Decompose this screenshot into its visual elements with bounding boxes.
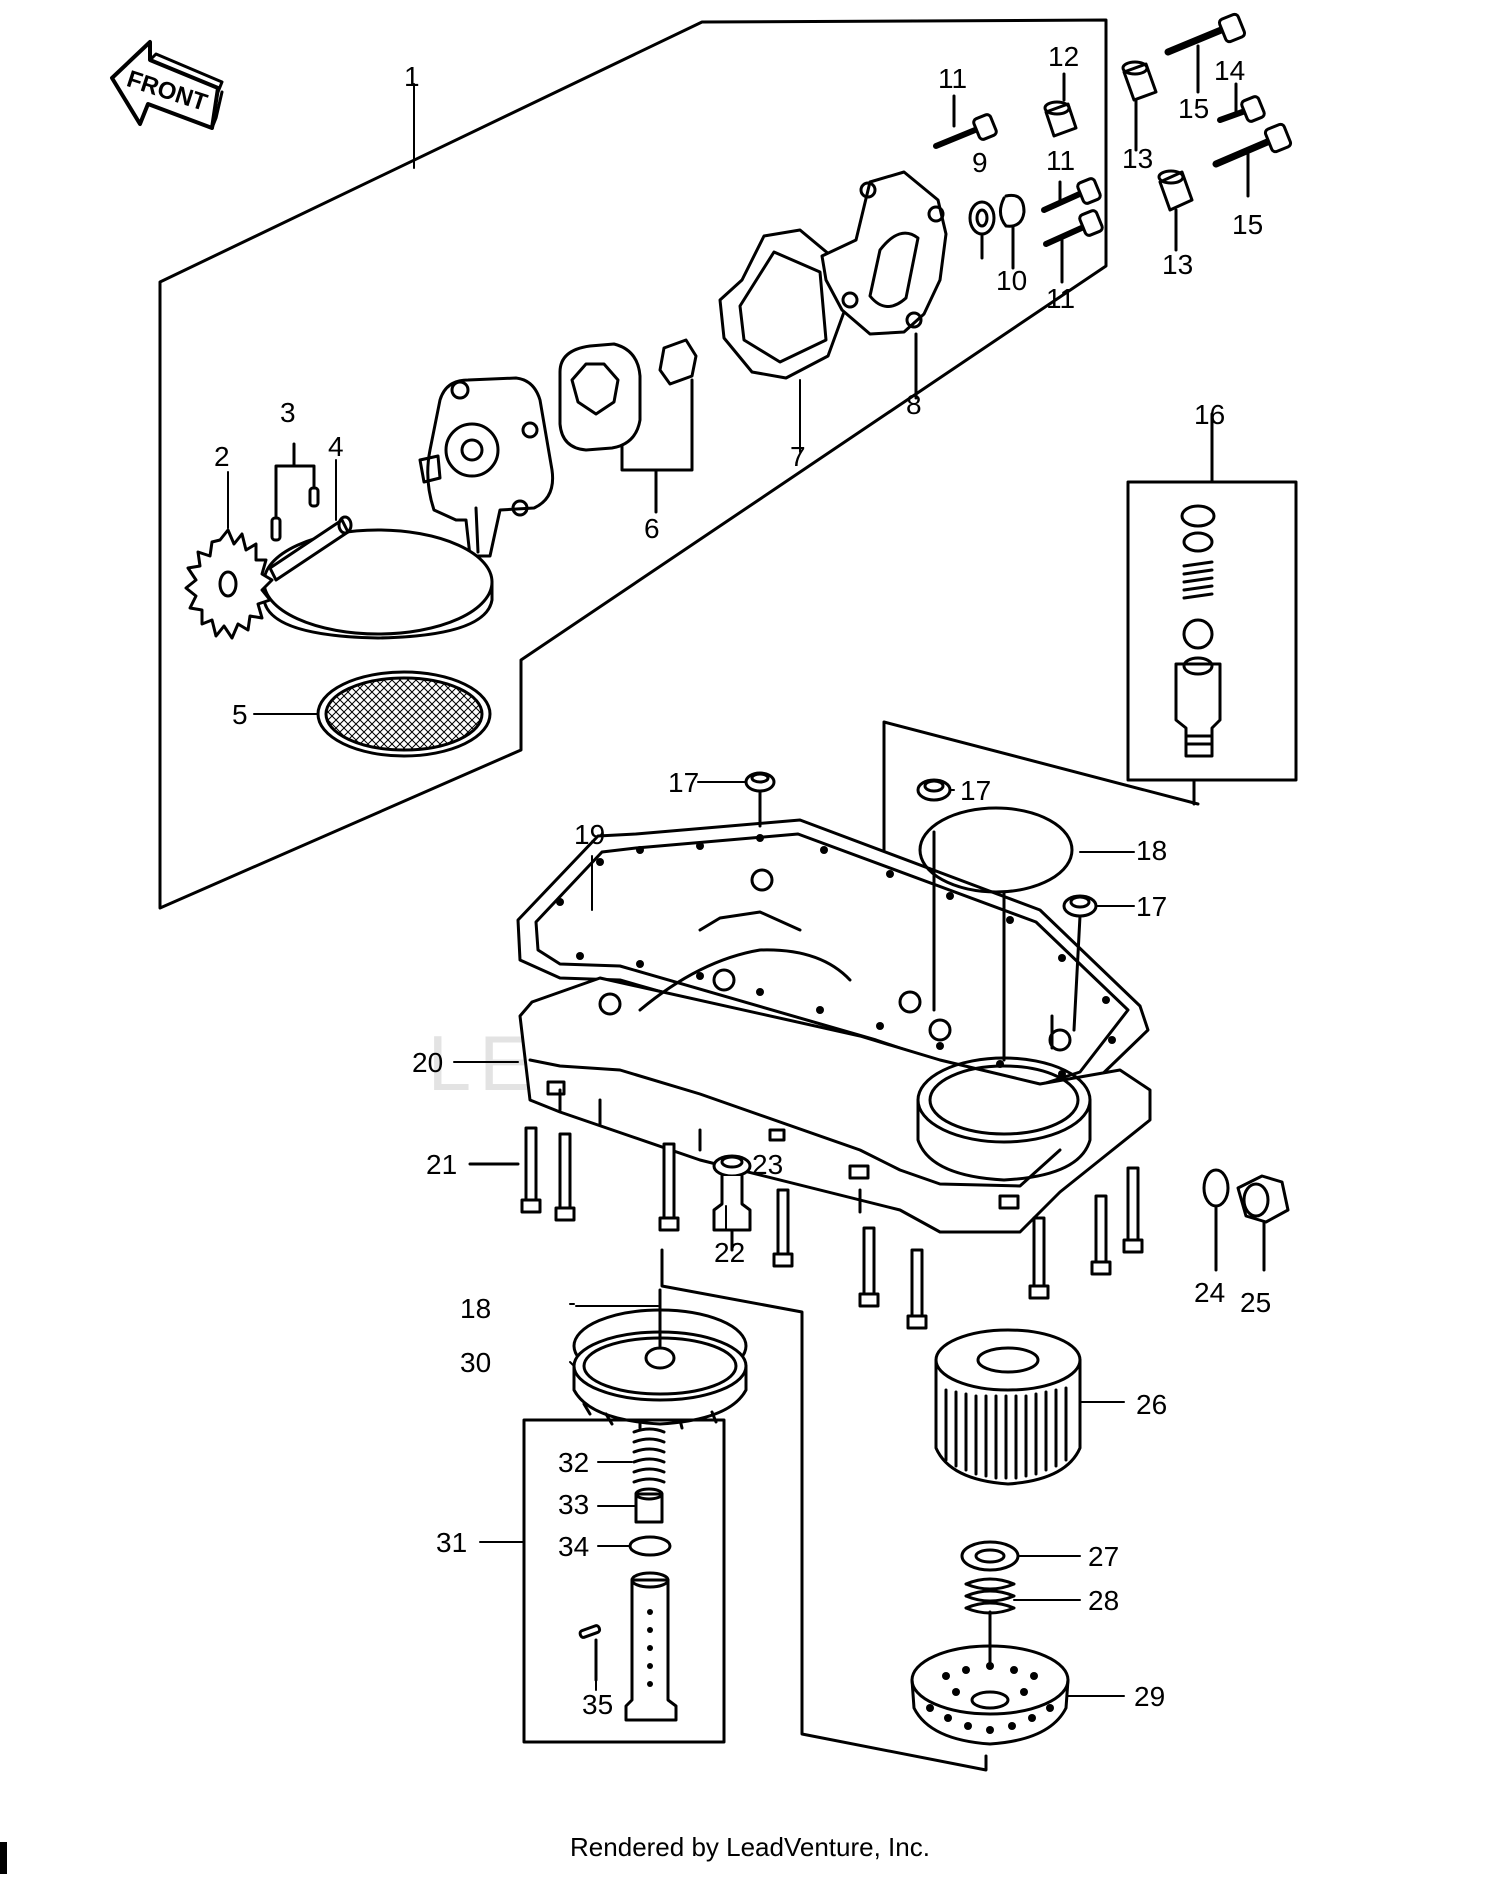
part-label: 1 (404, 61, 420, 92)
o-ring-18-upper (918, 806, 1074, 894)
pump-mounting-bolts (1164, 12, 1293, 198)
drain-plug-gasket (1202, 1168, 1230, 1208)
part-label: 17 (1136, 891, 1167, 922)
part-label: 12 (1048, 41, 1079, 72)
spring-28 (964, 1577, 1016, 1615)
part-label: 11 (938, 63, 967, 94)
part-label: 33 (558, 1489, 589, 1520)
oil-pan (518, 868, 1152, 1234)
part-label: 25 (1240, 1287, 1271, 1318)
oil-pump-rotors (558, 338, 698, 514)
part-label: 13 (1162, 249, 1193, 280)
part-label: 15 (1178, 93, 1209, 124)
part-label: 3 (280, 397, 296, 428)
oil-pan-gasket (516, 818, 1150, 1106)
oil-pan-bolts (468, 1126, 1144, 1330)
filter-cup-29 (910, 1610, 1070, 1746)
part-label: 24 (1194, 1277, 1225, 1308)
render-credit: Rendered by LeadVenture, Inc. (570, 1832, 930, 1862)
part-label: 16 (1194, 399, 1225, 430)
part-label: 27 (1088, 1541, 1119, 1572)
part-label: 11 (1046, 145, 1075, 176)
bypass-valve (578, 1427, 678, 1722)
oil-pump-pins (270, 442, 320, 542)
part-label: 34 (558, 1531, 589, 1562)
oil-pump-shaft (268, 515, 353, 582)
oil-pump-sprocket (184, 528, 274, 640)
drain-plug (1236, 1174, 1290, 1272)
circlip-10 (999, 193, 1026, 228)
part-label: 35 (582, 1689, 613, 1720)
part-label: 11 (1046, 283, 1075, 314)
relief-valve (1174, 412, 1222, 806)
oil-pump-cover (820, 170, 948, 400)
oil-pump-body (418, 376, 555, 558)
part-label: 18 (1136, 835, 1167, 866)
o-ring-17 (744, 771, 1098, 1032)
left-edge-mark (0, 1842, 7, 1874)
part-label: 23 (752, 1149, 783, 1180)
part-label: 19 (574, 819, 605, 850)
part-label: 4 (328, 431, 344, 462)
drain-fitting-22 (712, 1154, 752, 1252)
leader-lines (227, 83, 1135, 1697)
part-label: 15 (1232, 209, 1263, 240)
filter-group-line (660, 1248, 988, 1772)
part-label: 21 (426, 1149, 457, 1180)
oil-screen (316, 670, 492, 758)
oil-strainer-cover (262, 528, 494, 636)
part-label: 32 (558, 1447, 589, 1478)
part-label: 22 (714, 1237, 745, 1268)
collar-13 (1121, 60, 1194, 252)
part-label: 31 (436, 1527, 467, 1558)
washer-9 (968, 200, 996, 236)
part-label: 20 (412, 1047, 443, 1078)
part-label: 10 (996, 265, 1027, 296)
part-label: 5 (232, 699, 248, 730)
part-label: 17 (960, 775, 991, 806)
part-label: 6 (644, 513, 660, 544)
collar-12 (1043, 72, 1078, 138)
part-label: 7 (790, 441, 806, 472)
front-arrow-icon: FRONT (110, 40, 224, 130)
part-label: 14 (1214, 55, 1245, 86)
gasket-bolt-holes (556, 834, 1116, 1078)
bypass-valve-group-boundary (522, 1418, 726, 1744)
oil-pump-gasket (718, 228, 846, 380)
part-label: 8 (906, 389, 922, 420)
part-label: 29 (1134, 1681, 1165, 1712)
part-label: 26 (1136, 1389, 1167, 1420)
oil-filter-cover (572, 1288, 748, 1430)
part-label: 18 (460, 1293, 491, 1324)
pump-cover-bolt (933, 94, 1104, 284)
part-label: 9 (972, 147, 988, 178)
part-label: 13 (1122, 143, 1153, 174)
washer-27 (960, 1540, 1020, 1572)
part-label: 28 (1088, 1585, 1119, 1616)
part-label: 30 (460, 1347, 491, 1378)
oil-pump-group-boundary (158, 18, 1108, 910)
part-label: 17 (668, 767, 699, 798)
part-label: 2 (214, 441, 230, 472)
part-labels: 1 2 3 4 5 6 7 8 9 10 11 11 11 12 13 13 1… (214, 41, 1271, 1720)
oil-filter-element (934, 1328, 1082, 1486)
